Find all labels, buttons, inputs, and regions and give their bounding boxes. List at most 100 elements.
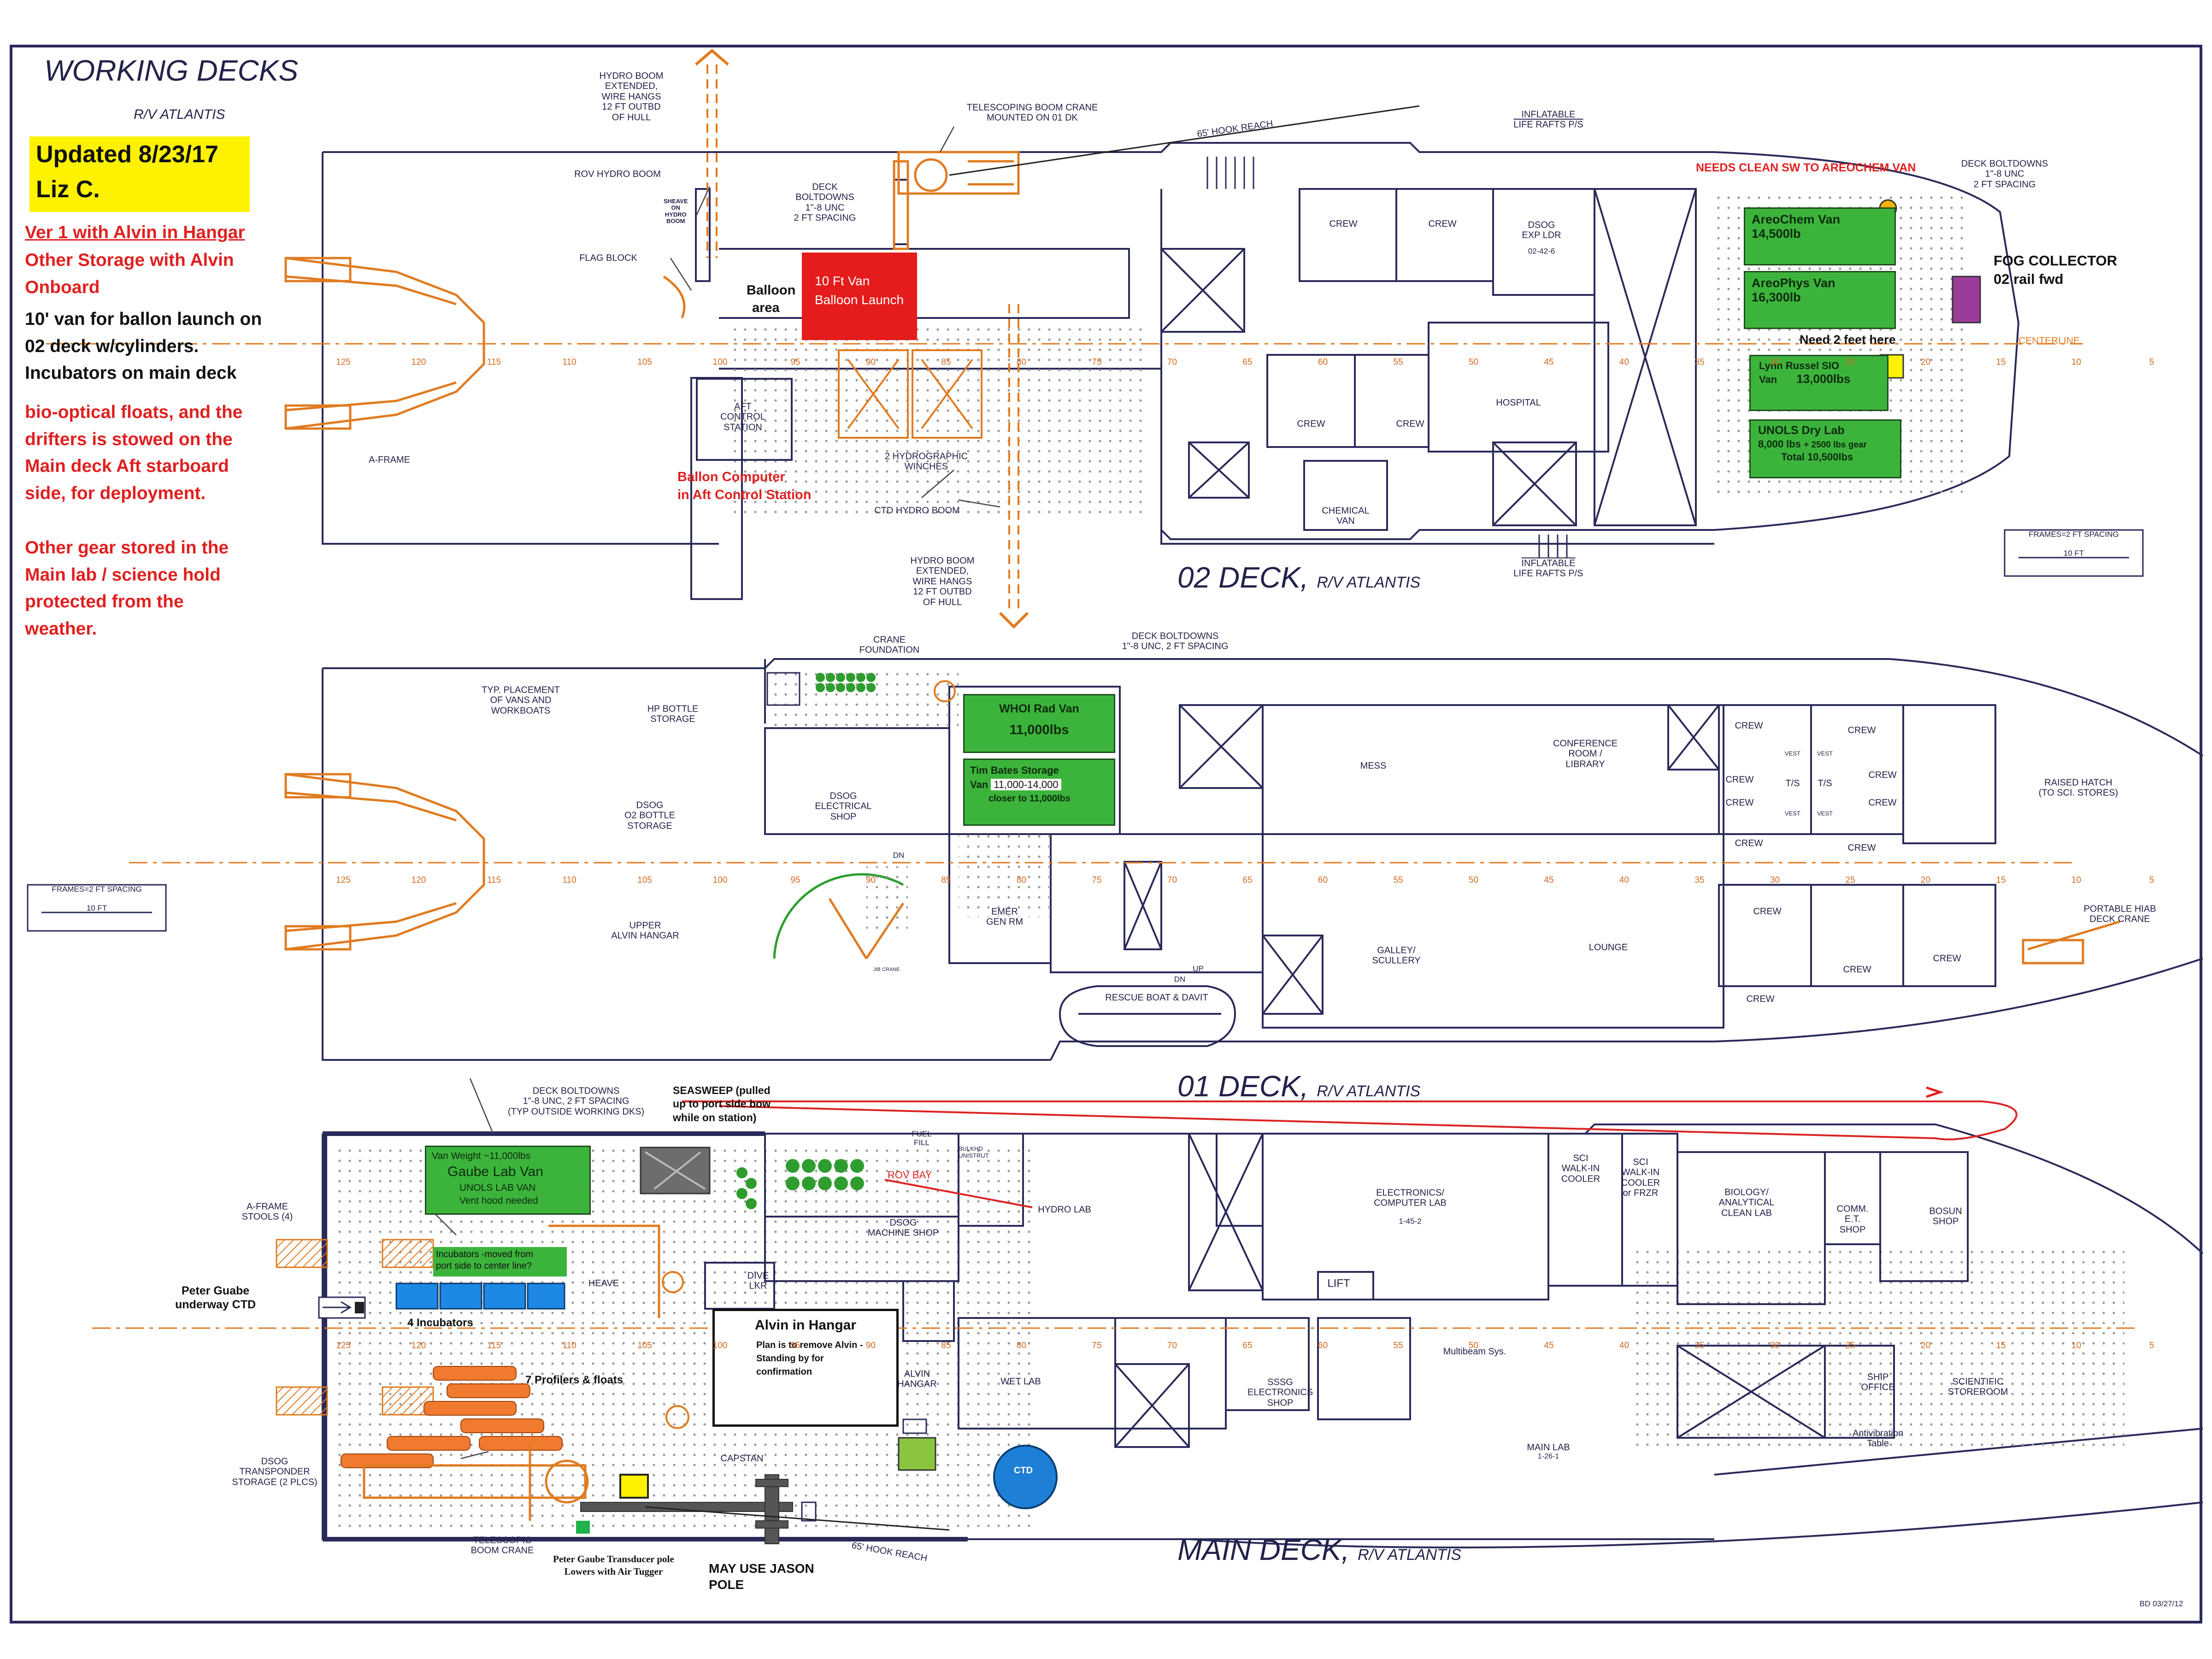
deck-01-rooms bbox=[764, 686, 1996, 1029]
a-frame-stools bbox=[276, 1239, 434, 1416]
frame-number: 85 bbox=[941, 357, 951, 367]
hp-bottles bbox=[816, 673, 876, 692]
hook-reach-line-02 bbox=[949, 105, 1420, 176]
rescue-boat bbox=[1059, 985, 1236, 1047]
hydro-booms bbox=[706, 65, 1019, 608]
label-galley: GALLEY/SCULLERY bbox=[1372, 945, 1421, 966]
note-version: Ver 1 with Alvin in Hangar bbox=[25, 223, 245, 242]
frame-number: 80 bbox=[1016, 1341, 1027, 1351]
deck-01-bolt-grid bbox=[774, 673, 959, 728]
frame-number: 80 bbox=[1016, 357, 1027, 367]
deck-02-rooms bbox=[690, 179, 1697, 600]
frame-number: 20 bbox=[1920, 875, 1931, 885]
label-vest-a: VEST bbox=[1785, 750, 1800, 757]
frame-number: 80 bbox=[1016, 875, 1027, 885]
label-crew-01f: CREW bbox=[1868, 797, 1897, 808]
frame-number: 85 bbox=[941, 875, 951, 885]
label-dsog-number: 02-42-6 bbox=[1528, 247, 1555, 256]
frame-number: 125 bbox=[336, 875, 351, 885]
label-raised-hatch: RAISED HATCH(TO SCI. STORES) bbox=[2038, 777, 2118, 798]
frame-number: 65 bbox=[1242, 1341, 1253, 1351]
label-needs-clean-sw: NEEDS CLEAN SW TO AREOCHEM VAN bbox=[1696, 161, 1916, 174]
main-deck-rooms bbox=[704, 1133, 1969, 1448]
frame-number: 10 bbox=[2071, 357, 2082, 367]
frame-number: 55 bbox=[1393, 1341, 1403, 1351]
frame-number: 5 bbox=[2149, 1341, 2154, 1351]
frame-number: 100 bbox=[712, 875, 728, 885]
frame-number: 65 bbox=[1242, 357, 1253, 367]
transducer-yellow bbox=[619, 1474, 649, 1499]
label-crew-02b: CREW bbox=[1428, 218, 1457, 229]
frame-number: 85 bbox=[941, 1341, 951, 1351]
frame-number: 20 bbox=[1920, 1341, 1931, 1351]
frame-number: 75 bbox=[1092, 1341, 1102, 1351]
label-jib-crane: JIB CRANE bbox=[873, 967, 900, 972]
frame-number: 75 bbox=[1092, 875, 1102, 885]
label-multibeam: Multibeam Sys. bbox=[1443, 1346, 1506, 1357]
frame-number: 125 bbox=[336, 1341, 351, 1351]
deck-01-outline bbox=[322, 658, 2204, 1061]
frame-number: 50 bbox=[1468, 875, 1479, 885]
frame-number: 125 bbox=[336, 357, 351, 367]
frame-number: 120 bbox=[411, 875, 426, 885]
frame-number: 35 bbox=[1694, 875, 1705, 885]
label-wet-lab: WET LAB bbox=[1000, 1376, 1041, 1387]
main-deck-rail bbox=[323, 1134, 327, 1539]
label-crew-01l: CREW bbox=[1746, 994, 1775, 1004]
frame-number: 10 bbox=[2071, 875, 2082, 885]
deck-02-title: 02 DECK, R/V ATLANTIS bbox=[1177, 561, 1421, 594]
label-rescue-boat: RESCUE BOAT & DAVIT bbox=[1105, 992, 1208, 1003]
portable-hiab bbox=[2022, 920, 2120, 965]
frame-number: 70 bbox=[1167, 1341, 1177, 1351]
label-vest-b: VEST bbox=[1817, 750, 1833, 757]
frame-number: 20 bbox=[1920, 357, 1931, 367]
label-comm-shop: COMM.E.T.SHOP bbox=[1836, 1204, 1869, 1235]
label-vest-c: VEST bbox=[1785, 810, 1800, 817]
label-dn-01b: DN bbox=[1174, 975, 1186, 984]
label-need-2-feet: Need 2 feet here bbox=[1800, 333, 1896, 347]
frame-number: 95 bbox=[790, 1341, 800, 1351]
frame-number: 70 bbox=[1167, 875, 1177, 885]
frame-number: 30 bbox=[1770, 357, 1780, 367]
label-crew-01i: CREW bbox=[1753, 906, 1782, 917]
deck-02-crane bbox=[893, 151, 1020, 250]
frame-number: 115 bbox=[487, 875, 501, 885]
frame-number: 15 bbox=[1996, 357, 2006, 367]
frame-number: 105 bbox=[637, 357, 652, 367]
label-capstan: CAPSTAN bbox=[720, 1453, 764, 1464]
updated-author: Liz C. bbox=[36, 176, 100, 203]
van-unols-dry-lab: UNOLS Dry Lab 8,000 lbs + 2500 lbs gear … bbox=[1749, 419, 1901, 478]
seasweep-line bbox=[682, 1100, 2018, 1141]
frame-number: 55 bbox=[1393, 875, 1403, 885]
fog-collector-box bbox=[1952, 276, 1981, 324]
frame-number: 110 bbox=[562, 357, 577, 367]
label-drawing-id: BD 03/27/12 bbox=[2139, 1599, 2183, 1608]
frame-number: 45 bbox=[1544, 1341, 1554, 1351]
deck-01-a-frame bbox=[284, 773, 485, 951]
frame-number: 25 bbox=[1845, 357, 1855, 367]
label-electronics-num: 1-45-2 bbox=[1399, 1217, 1422, 1226]
frame-number: 110 bbox=[562, 875, 577, 885]
